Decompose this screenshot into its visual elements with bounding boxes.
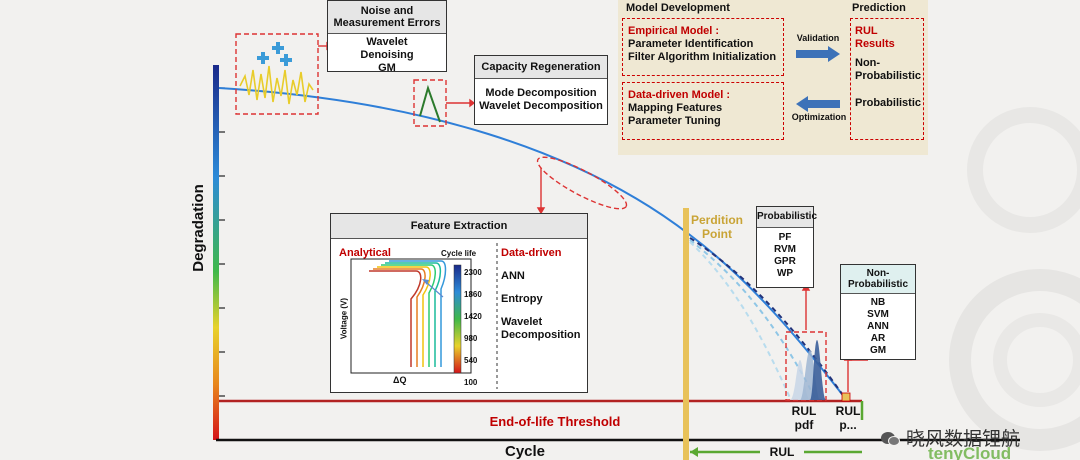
datadriven-item: Entropy <box>501 293 543 305</box>
feature-chart <box>350 243 498 389</box>
noise-box-title: Noise and Measurement Errors <box>328 1 446 34</box>
datadriven-item: ANN <box>501 270 525 282</box>
cycle-life-colorbar <box>453 264 462 374</box>
nonprob-box-title: Non- Probabilistic <box>841 265 915 294</box>
eol-threshold-label: End-of-life Threshold <box>489 414 621 429</box>
nonprob-item: NB <box>870 297 886 308</box>
datadriven-model-item: Mapping Features <box>628 102 723 114</box>
prediction-point-line <box>683 208 689 460</box>
noise-method: Denoising <box>360 49 414 61</box>
rul-label: RUL p... <box>835 404 861 432</box>
watermark-text: 晓风数据锂航 <box>880 424 1020 451</box>
colorbar-tick: 100 <box>464 378 478 387</box>
empirical-title: Empirical Model : <box>628 25 720 37</box>
regen-box-title: Capacity Regeneration <box>475 56 607 79</box>
validation-label: Validation <box>796 33 840 43</box>
non-probabilistic-label: Non- Probabilistic <box>855 57 922 82</box>
colorbar-ticks: 2300 1860 1420 980 540 100 <box>464 262 482 394</box>
nonprob-item: AR <box>870 333 886 344</box>
voltage-curves <box>369 260 447 367</box>
datadriven-item: Wavelet <box>501 316 543 328</box>
colorbar-title: Cycle life <box>441 249 477 258</box>
model-development-panel: Model Development Prediction Empirical M… <box>618 0 928 155</box>
y-axis-colorbar <box>213 65 219 440</box>
model-dev-title: Model Development <box>626 2 730 14</box>
degradation-curve <box>218 87 846 399</box>
datadriven-model-item: Parameter Tuning <box>628 115 721 127</box>
pdf-dist-3 <box>810 340 826 400</box>
empirical-model-box: Empirical Model : Parameter Identificati… <box>622 18 784 76</box>
datadriven-items: ANN Entropy Wavelet Decomposition <box>501 270 580 342</box>
y-axis-label: Degradation <box>190 184 207 272</box>
prediction-results-box: RUL Results Non- Probabilistic Probabili… <box>850 18 924 140</box>
feature-extraction-box: Feature Extraction <box>330 213 588 393</box>
noise-method: Wavelet <box>366 36 408 48</box>
rul-arrow-label: RUL <box>760 445 804 459</box>
prediction-title: Prediction <box>852 2 906 14</box>
datadriven-model-box: Data-driven Model : Mapping Features Par… <box>622 82 784 140</box>
colorbar-tick: 1420 <box>464 312 482 321</box>
nonprob-item: SVM <box>867 309 889 320</box>
x-axis-label: Cycle <box>504 443 546 460</box>
probabilistic-box-title: Probabilistic <box>757 207 817 228</box>
colorbar-tick: 2300 <box>464 268 482 277</box>
probabilistic-item: RVM <box>773 244 797 255</box>
probabilistic-label: Probabilistic <box>855 97 922 109</box>
regen-highlight-box <box>413 79 447 127</box>
prediction-curve-dark <box>689 237 846 399</box>
validation-arrow-icon <box>796 46 840 62</box>
datadriven-item: Decomposition <box>501 329 581 341</box>
probabilistic-item: GPR <box>774 256 796 267</box>
regen-box: Capacity Regeneration Mode Decomposition… <box>474 55 608 125</box>
y-axis-ticks <box>219 87 225 397</box>
colorbar-tick: 1860 <box>464 290 482 299</box>
nonprob-item: ANN <box>867 321 889 332</box>
colorbar-tick: 540 <box>464 356 478 365</box>
rul-pdf-label: RUL pdf <box>791 404 817 432</box>
analytical-label: Analytical <box>339 247 391 259</box>
rul-marker <box>841 392 851 402</box>
non-probabilistic-box: Non- Probabilistic NB SVM ANN AR GM <box>840 264 916 360</box>
noise-signal <box>239 65 314 105</box>
rul-results-label: RUL Results <box>855 25 895 50</box>
watermark-brand: tenyCloud <box>928 444 1012 460</box>
nonprob-item: GM <box>869 345 887 356</box>
probabilistic-item: WP <box>776 268 794 279</box>
optimization-label: Optimization <box>791 112 847 122</box>
plus-icons <box>257 42 292 66</box>
noise-method: GM <box>378 62 396 74</box>
feature-box-title: Feature Extraction <box>331 214 587 239</box>
probabilistic-item: PF <box>778 232 792 243</box>
empirical-item: Filter Algorithm Initialization <box>628 51 777 63</box>
noise-box: Noise and Measurement Errors Wavelet Den… <box>327 0 447 74</box>
regen-sawtooth <box>419 84 441 123</box>
prediction-curve-light-2 <box>689 241 791 399</box>
optimization-arrow-icon <box>796 96 840 112</box>
feature-highlight-ellipse <box>536 156 628 210</box>
empirical-item: Parameter Identification <box>628 38 754 50</box>
probabilistic-box: Probabilistic PF RVM GPR WP <box>756 206 817 288</box>
datadriven-model-title: Data-driven Model : <box>628 89 731 101</box>
wechat-icon <box>880 430 900 446</box>
feature-y-axis-label: Voltage (V) <box>339 297 349 340</box>
regen-method: Wavelet Decomposition <box>479 100 603 112</box>
feature-x-axis-label: ΔQ <box>393 375 407 385</box>
regen-method: Mode Decomposition <box>485 87 597 99</box>
datadriven-label: Data-driven <box>501 247 562 259</box>
noise-highlight-box <box>235 33 319 115</box>
prediction-point-label: Perdition Point <box>690 213 743 241</box>
colorbar-tick: 980 <box>464 334 478 343</box>
